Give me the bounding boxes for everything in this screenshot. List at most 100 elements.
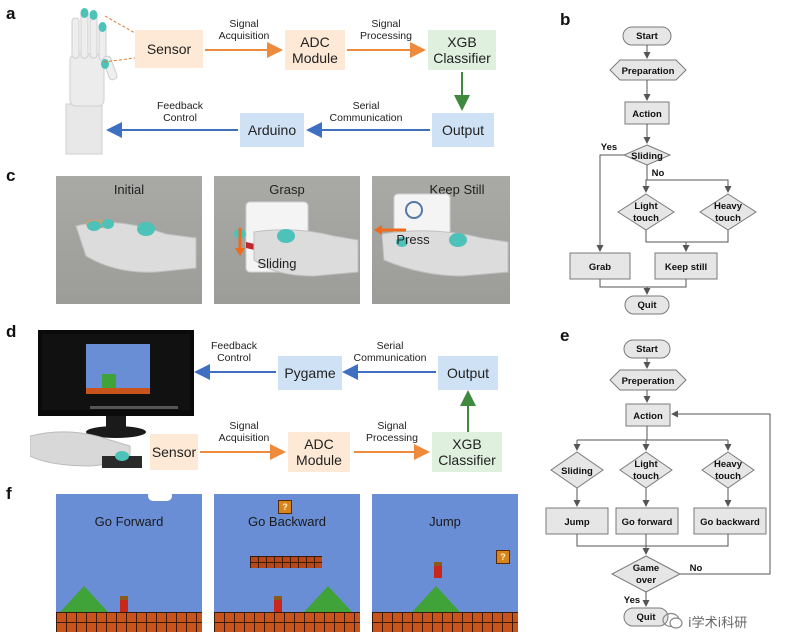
keep-still-text-b: Keep still	[665, 262, 707, 273]
feedback-control-label-a: Feedback Control	[156, 100, 204, 124]
signal-acquisition-label-d: Signal Acquisition	[218, 420, 270, 444]
brick-row-1	[250, 556, 322, 568]
go-backward-node-e	[693, 507, 767, 535]
go-backward-text-e: Go backward	[700, 517, 760, 528]
hand-keep-still	[374, 193, 509, 277]
keep-still-node-b	[654, 252, 718, 280]
action-text-e: Action	[633, 411, 663, 422]
sensor-box-d: Sensor	[150, 434, 198, 470]
panel-label-a: a	[6, 4, 16, 23]
panel-label-d: d	[6, 322, 17, 341]
preparation-node-b	[609, 59, 687, 81]
xgb-classifier-box-d: XGB Classifier	[432, 432, 502, 472]
photo-initial: Initial	[56, 176, 202, 304]
cloud-1	[148, 494, 172, 501]
no-text-e: No	[690, 563, 703, 574]
output-box-d: Output	[438, 356, 498, 390]
initial-label: Initial	[113, 182, 145, 197]
quit-text-b: Quit	[638, 300, 658, 311]
signal-acquisition-label-a: Signal Acquisition	[218, 18, 270, 42]
grab-text-b: Grab	[589, 262, 611, 273]
press-label-c: Press	[396, 232, 430, 247]
light-touch-text-b: touch	[633, 213, 659, 224]
go-forward-label-f: Go Forward	[94, 514, 164, 529]
mario-3	[434, 562, 442, 578]
output-box-a: Output	[432, 113, 494, 147]
light-text-b: Light	[634, 201, 658, 212]
hand-grasp	[234, 201, 359, 277]
light-touch-text-e: touch	[633, 471, 659, 482]
heavy-text-b: Heavy	[714, 201, 743, 212]
game-screen-go-backward: Go Backward ?	[214, 494, 360, 632]
no-text-b: No	[652, 168, 665, 179]
arduino-box-a: Arduino	[240, 113, 304, 147]
heavy-touch-text-b: touch	[715, 213, 741, 224]
yes-text-e: Yes	[624, 595, 640, 606]
quit-node-b	[624, 295, 670, 315]
quit-text-e: Quit	[637, 612, 657, 623]
go-forward-node-e	[615, 507, 679, 535]
monitor-image	[38, 330, 194, 438]
preparation-text-b: Preparation	[622, 66, 675, 77]
panel-label-b: b	[560, 10, 571, 29]
preparation-text-e: Preperation	[622, 376, 675, 387]
serial-communication-label-d: Serial Communication	[353, 340, 427, 364]
panel-label-e: e	[560, 326, 570, 345]
jump-label-f: Jump	[429, 514, 461, 529]
heavy-touch-node-e	[701, 451, 755, 489]
action-node-e	[625, 403, 671, 427]
question-block-1: ?	[278, 500, 292, 514]
signal-processing-label-a: Signal Processing	[360, 18, 412, 42]
grasp-label: Grasp	[269, 182, 305, 197]
hand-initial	[75, 219, 197, 273]
sliding-text-e: Sliding	[561, 466, 593, 477]
serial-communication-label-a: Serial Communication	[329, 100, 403, 124]
watermark-text: i学术i科研	[688, 616, 748, 631]
action-text-b: Action	[632, 109, 662, 120]
hill-1	[60, 586, 108, 612]
wechat-icon	[662, 612, 683, 629]
hill-3	[412, 586, 460, 612]
keep-still-label: Keep Still	[429, 182, 485, 197]
mario-2	[274, 596, 282, 612]
ground-3	[372, 612, 518, 632]
signal-processing-label-d: Signal Processing	[366, 420, 418, 444]
adc-module-box-a: ADC Module	[285, 30, 345, 70]
yes-text-b: Yes	[601, 142, 617, 153]
light-touch-node-e	[619, 451, 673, 489]
ground-1	[56, 612, 202, 632]
start-text-e: Start	[636, 344, 658, 355]
hill-2	[304, 586, 352, 612]
feedback-control-label-d: Feedback Control	[210, 340, 258, 364]
preparation-node-e	[609, 369, 687, 391]
panel-label-f: f	[6, 484, 12, 503]
mario-1	[120, 596, 128, 612]
jump-text-e: Jump	[564, 517, 590, 528]
light-text-e: Light	[634, 459, 658, 470]
xgb-classifier-box-a: XGB Classifier	[428, 30, 496, 70]
photo-keep-still: Keep Still Press	[372, 176, 510, 304]
game-over-text-e: over	[636, 575, 656, 586]
game-over-node-e	[610, 555, 682, 593]
start-text-b: Start	[636, 31, 658, 42]
ground-2	[214, 612, 360, 632]
pygame-box-d: Pygame	[278, 356, 342, 390]
go-forward-text-e: Go forward	[622, 517, 673, 528]
question-block-2: ?	[496, 550, 510, 564]
adc-module-box-d: ADC Module	[288, 432, 350, 472]
panel-label-c: c	[6, 166, 16, 185]
heavy-text-e: Heavy	[714, 459, 743, 470]
photo-grasp: Grasp Sliding	[214, 176, 360, 304]
game-screen-go-forward: Go Forward	[56, 494, 202, 632]
sliding-text-b: Sliding	[631, 151, 663, 162]
go-backward-label-f: Go Backward	[247, 514, 327, 529]
sensor-box-a: Sensor	[135, 30, 203, 68]
sliding-label-c: Sliding	[257, 256, 297, 271]
quit-node-e	[623, 607, 669, 627]
hand-on-sensor-image	[30, 431, 142, 468]
game-screen-jump: Jump ?	[372, 494, 518, 632]
